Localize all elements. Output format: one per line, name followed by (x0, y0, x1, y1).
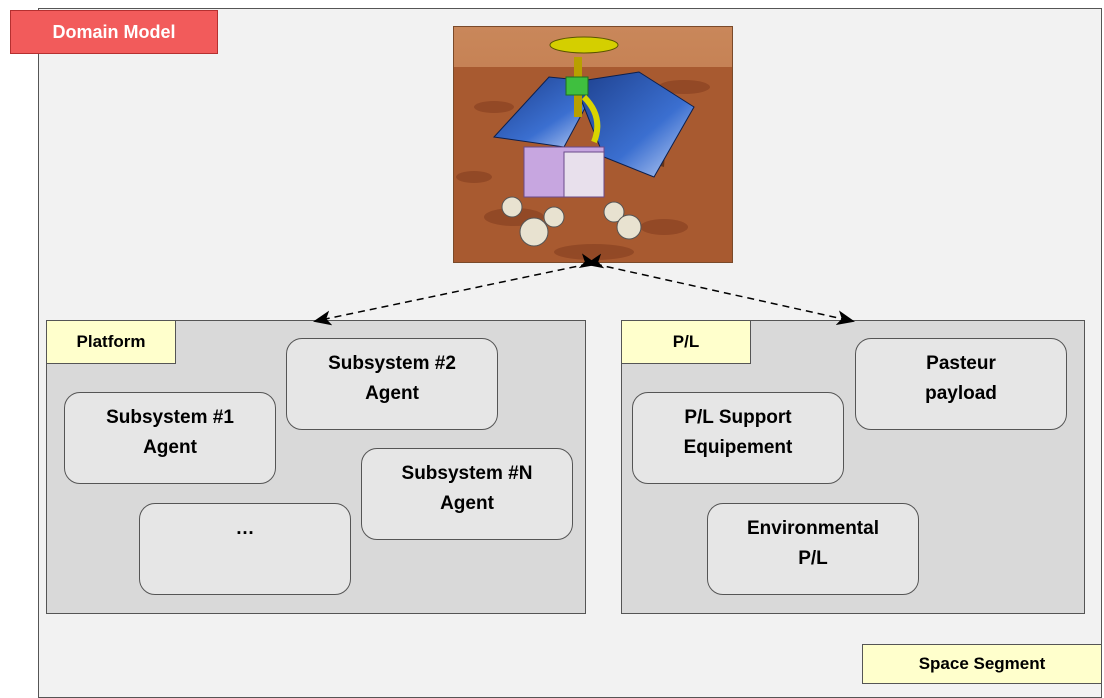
environmental-pl-label: Environmental P/L (747, 518, 879, 569)
platform-label: Platform (46, 320, 176, 364)
domain-model-title: Domain Model (10, 10, 218, 54)
payload-label: P/L (621, 320, 751, 364)
pasteur-payload-node: Pasteur payload (855, 338, 1067, 430)
subsystem-2-label: Subsystem #2 Agent (328, 353, 456, 404)
subsystem-1-agent-node: Subsystem #1 Agent (64, 392, 276, 484)
subsystem-1-label: Subsystem #1 Agent (106, 407, 234, 458)
pasteur-payload-label: Pasteur payload (925, 353, 997, 404)
environmental-pl-node: Environmental P/L (707, 503, 919, 595)
subsystem-n-agent-node: Subsystem #N Agent (361, 448, 573, 540)
mars-rover-image (453, 26, 733, 263)
ellipsis-node: … (139, 503, 351, 595)
pl-support-equipement-node: P/L Support Equipement (632, 392, 844, 484)
pl-support-equipement-label: P/L Support Equipement (683, 407, 793, 458)
ellipsis-label: … (235, 518, 255, 539)
connector-arrows (313, 253, 855, 326)
subsystem-2-agent-node: Subsystem #2 Agent (286, 338, 498, 430)
rover-illustration (454, 27, 732, 262)
arrow-to-payload (578, 253, 855, 326)
subsystem-n-label: Subsystem #N Agent (401, 463, 533, 514)
arrow-to-platform (313, 253, 605, 326)
space-segment-label: Space Segment (862, 644, 1102, 684)
